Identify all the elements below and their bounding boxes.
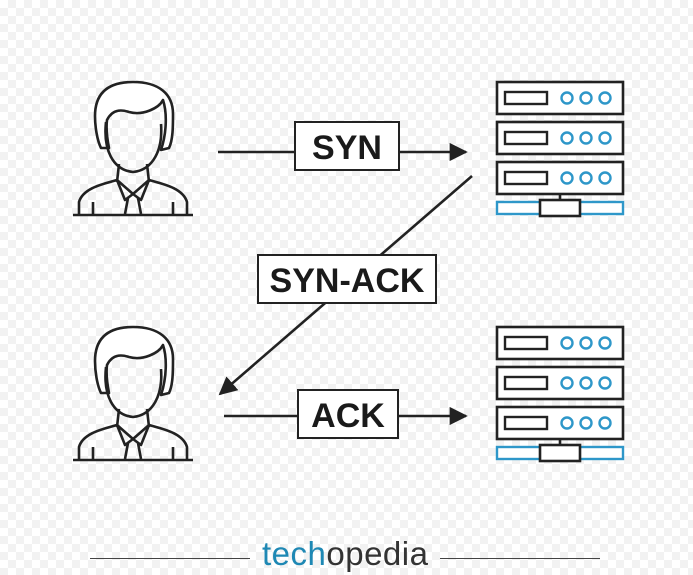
logo-text-opedi: opedi <box>326 535 410 572</box>
client-user-icon-top <box>71 80 195 217</box>
client-user-icon-bottom <box>71 325 195 462</box>
footer-rule-right <box>440 558 600 559</box>
logo-text-tech: tech <box>262 535 327 572</box>
server-rack-icon-top <box>495 80 625 218</box>
footer-rule-left <box>90 558 250 559</box>
techopedia-logo: techopedia <box>262 534 428 574</box>
ack-label: ACK <box>297 389 399 439</box>
syn-ack-label: SYN-ACK <box>257 254 437 304</box>
syn-label: SYN <box>294 121 400 171</box>
server-rack-icon-bottom <box>495 325 625 463</box>
logo-text-a: a <box>409 535 429 572</box>
